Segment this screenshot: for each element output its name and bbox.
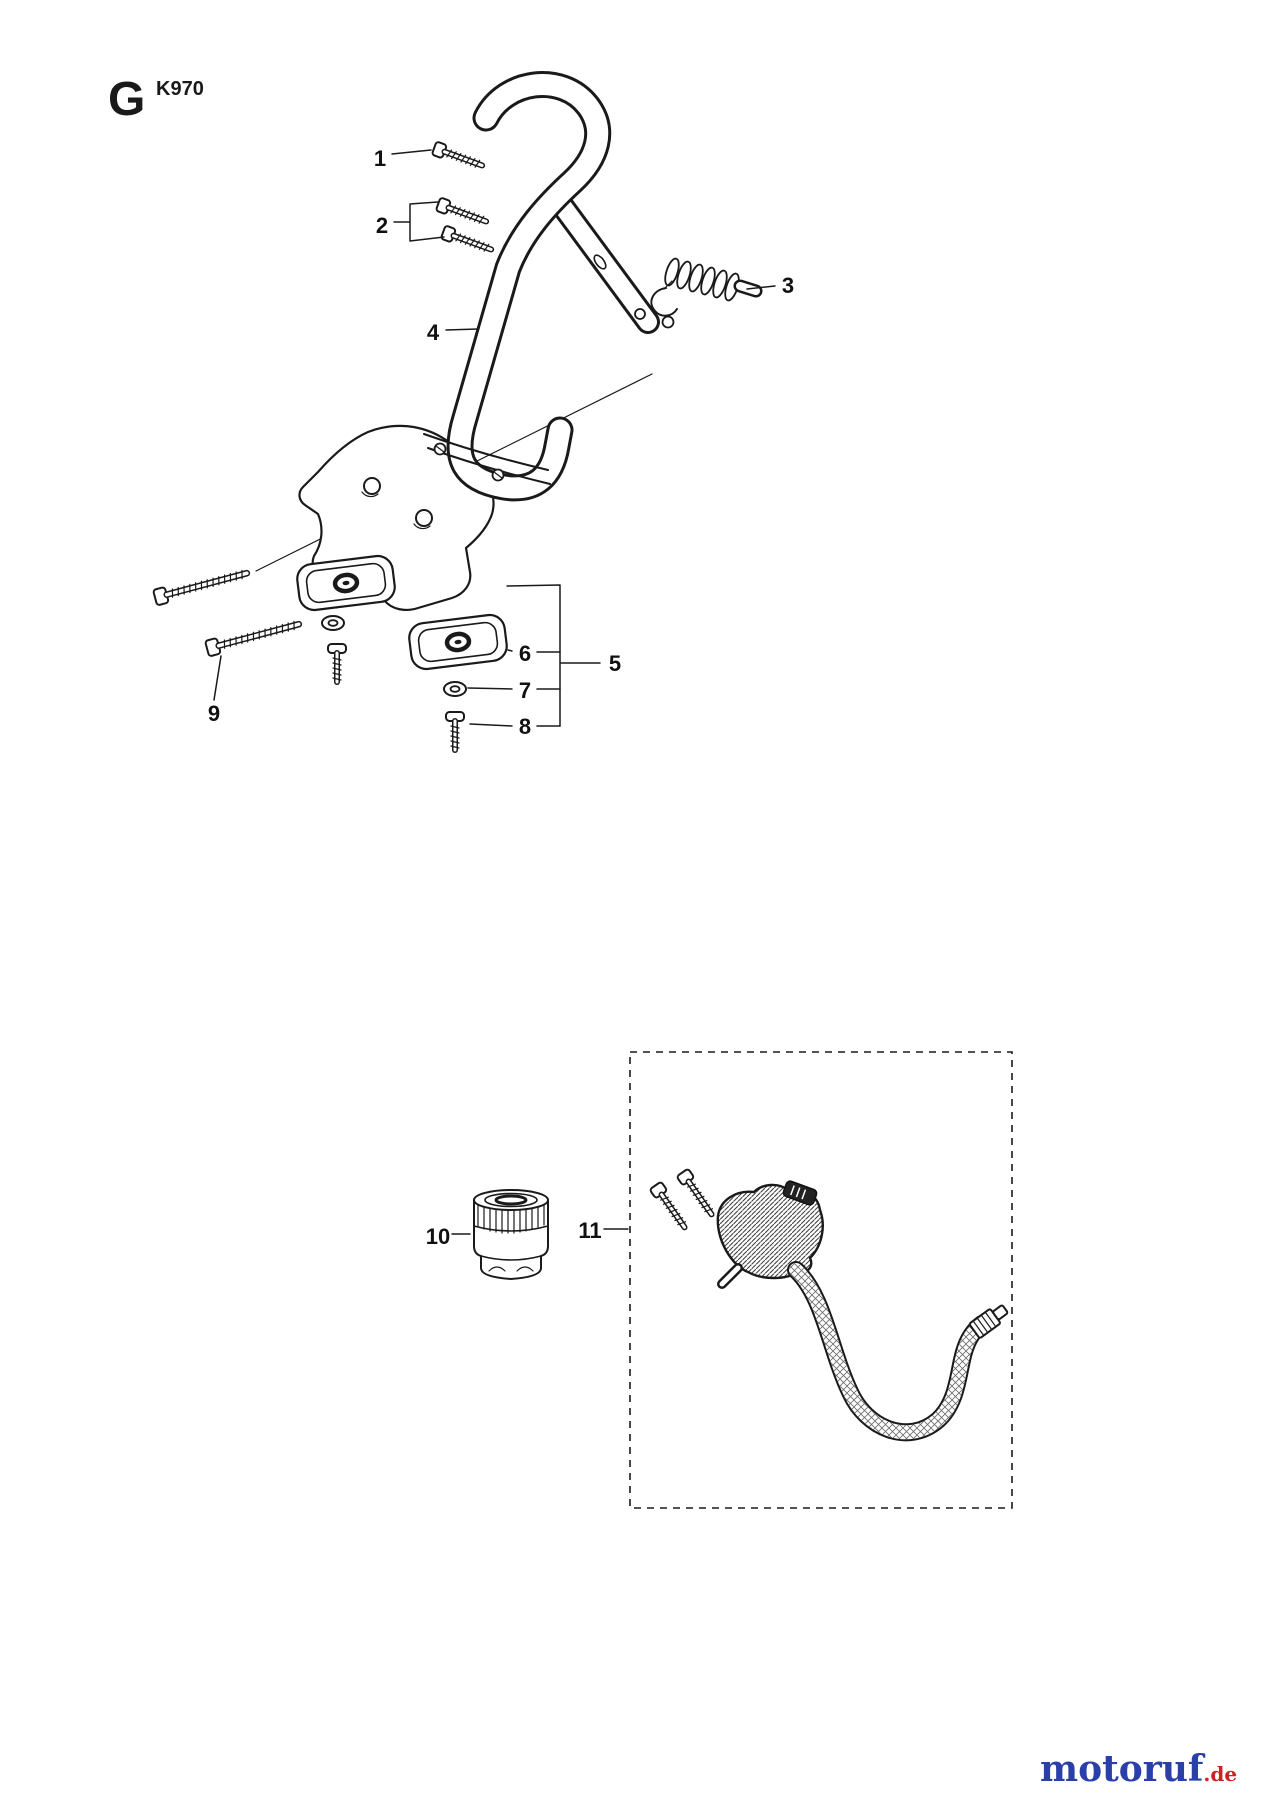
callout-3: 3 (782, 273, 794, 298)
callout-9: 9 (208, 701, 220, 726)
strut-part (546, 188, 660, 334)
callout-leader-lines (213, 149, 776, 1235)
callout-5: 5 (609, 651, 621, 676)
water-kit-dashed-box (629, 1051, 1013, 1509)
screws-2-part (436, 197, 494, 256)
callout-1: 1 (374, 146, 386, 171)
upper-screw-part (328, 644, 346, 682)
valve-lever (782, 1180, 818, 1206)
watermark-suffix: .de (1203, 1762, 1238, 1786)
damper-6-part (408, 613, 509, 670)
screws-9-part (153, 565, 301, 656)
callout-11: 11 (578, 1218, 601, 1243)
callout-2: 2 (376, 213, 388, 238)
hose-fitting-part (968, 1304, 1009, 1339)
callout-10: 10 (426, 1224, 450, 1249)
upper-washer-part (321, 615, 345, 631)
callout-6: 6 (519, 641, 531, 666)
spring-3-part (650, 257, 763, 329)
water-kit-screws (650, 1169, 718, 1232)
model-label: K970 (156, 78, 204, 100)
damper-upper-part (296, 554, 397, 611)
handle-4-part (423, 71, 612, 502)
water-valve-part (716, 1180, 824, 1289)
watermark-brand: motoruf (1040, 1748, 1204, 1790)
washer-7-part (443, 681, 467, 697)
callout-4: 4 (427, 320, 440, 345)
watermark: motoruf.de (1040, 1748, 1237, 1790)
callout-7: 7 (519, 678, 531, 703)
section-letter: G (108, 73, 147, 126)
water-hose-part (787, 1261, 991, 1442)
screw-1-part (432, 141, 485, 172)
screw-8-part (446, 712, 464, 750)
coupling-10-part (473, 1189, 549, 1280)
callout-8: 8 (519, 714, 531, 739)
